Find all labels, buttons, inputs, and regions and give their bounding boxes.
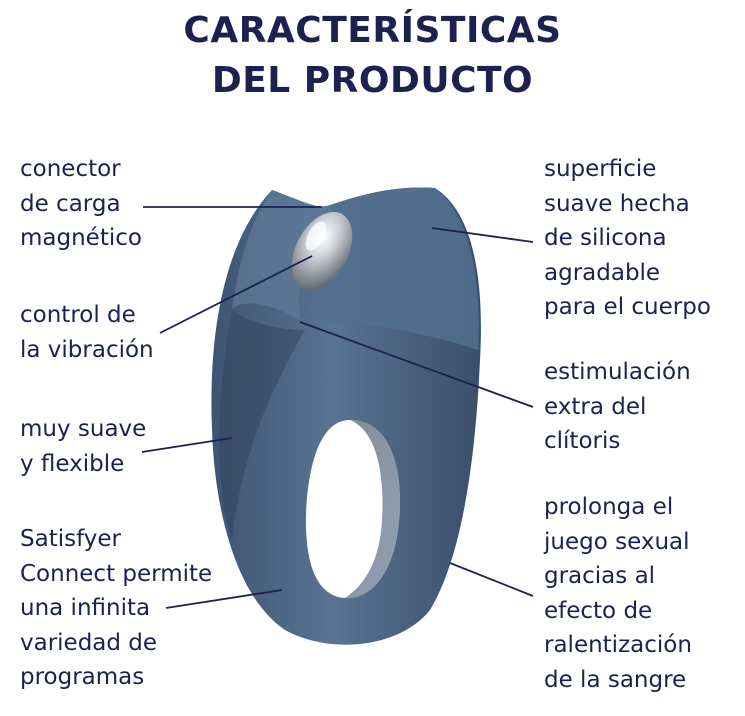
page-title: CARACTERÍSTICAS DEL PRODUCTO bbox=[0, 6, 745, 106]
line-clitoris-stimulation bbox=[299, 321, 534, 408]
feature-magnetic-connector: conector de carga magnético bbox=[20, 156, 142, 251]
line-vibration-control bbox=[159, 255, 313, 334]
metal-button bbox=[291, 211, 353, 291]
feature-prolong-play: prolonga el juego sexual gracias al efec… bbox=[544, 494, 692, 693]
feature-soft-flexible: muy suave y flexible bbox=[20, 416, 147, 477]
left-fold-shadow bbox=[219, 310, 305, 540]
line-prolong-play bbox=[449, 562, 534, 597]
line-satisfyer-connect bbox=[165, 589, 283, 609]
upper-fold-highlight bbox=[232, 190, 330, 320]
feature-vibration-control: control de la vibración bbox=[20, 302, 154, 363]
line-silicone-surface bbox=[431, 227, 534, 243]
line-soft-flexible bbox=[141, 437, 233, 453]
feature-satisfyer-connect: Satisfyer Connect permite una infinita v… bbox=[20, 526, 213, 690]
title-line-2: DEL PRODUCTO bbox=[211, 60, 534, 101]
metal-button-shine bbox=[305, 221, 327, 251]
ring-hole-inner-edge bbox=[345, 420, 401, 599]
feature-silicone-surface: superficie suave hecha de silicona agrad… bbox=[544, 156, 711, 320]
feature-clitoris-stimulation: estimulación extra del clítoris bbox=[544, 359, 691, 454]
title-line-1: CARACTERÍSTICAS bbox=[183, 10, 562, 51]
leader-lines bbox=[141, 206, 534, 609]
